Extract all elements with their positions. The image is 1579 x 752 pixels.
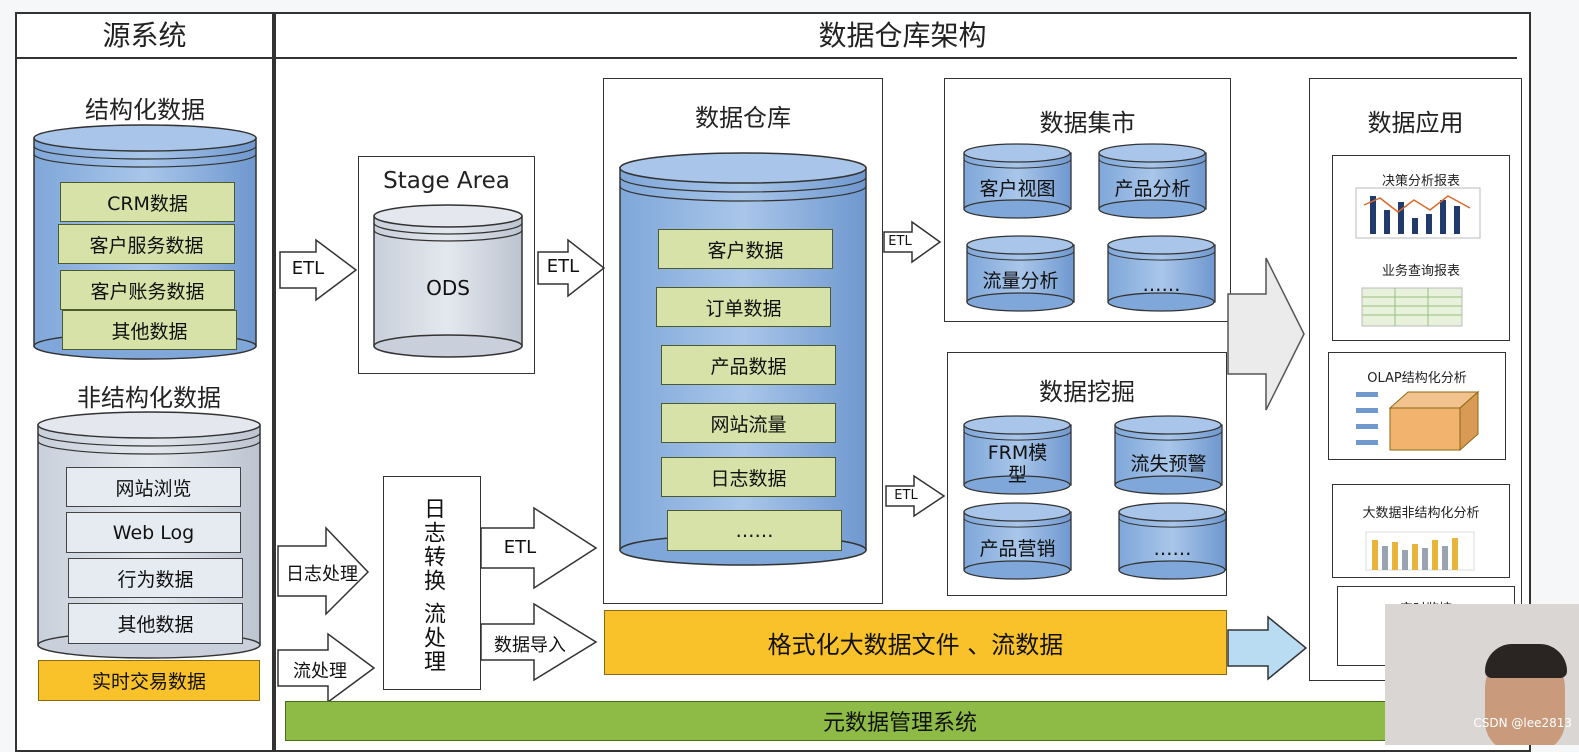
webcam-overlay (1385, 604, 1579, 745)
log-process-label: 日志处理 (286, 564, 358, 585)
bigdata-analysis-label: 大数据非结构化分析 (1362, 506, 1480, 521)
mart-item-product-analysis: 产品分析 (1114, 178, 1191, 201)
warehouse-item-log: 日志数据 (661, 457, 836, 497)
stage-area-title: Stage Area (383, 168, 510, 194)
olap-analysis-label: OLAP结构化分析 (1367, 371, 1467, 386)
warehouse-item-order: 订单数据 (656, 287, 831, 327)
log-convert-panel (383, 476, 481, 690)
structured-item-other: 其他数据 (62, 310, 237, 350)
mining-item-churn-warning: 流失预警 (1130, 453, 1207, 476)
etl-label-stage-to-warehouse: ETL (546, 256, 580, 277)
application-panel (1309, 78, 1522, 681)
warehouse-item-traffic: 网站流量 (661, 403, 836, 443)
decision-report-label: 决策分析报表 (1381, 174, 1460, 189)
application-title: 数据应用 (1367, 109, 1464, 137)
realtime-transaction-box: 实时交易数据 (38, 660, 260, 701)
etl-arrows (277, 220, 946, 704)
app-card-bigdata (1332, 484, 1510, 578)
unstructured-item-weblog: Web Log (66, 512, 241, 553)
query-report-thumbnail (1361, 287, 1463, 327)
architecture-header: 数据仓库架构 (818, 19, 987, 52)
ods-label: ODS (426, 275, 470, 300)
bigdata-to-application-arrow (1227, 615, 1308, 681)
mining-item-more: …… (1153, 538, 1192, 561)
structured-item-crm: CRM数据 (60, 182, 235, 222)
structured-data-title: 结构化数据 (85, 96, 205, 124)
mart-item-customer-view: 客户视图 (979, 178, 1056, 201)
data-mining-title: 数据挖掘 (1039, 378, 1135, 406)
structured-item-billing: 客户账务数据 (60, 270, 235, 310)
stream-process-label: 流处理 (293, 661, 347, 682)
mining-item-product-marketing: 产品营销 (979, 538, 1056, 561)
mining-cylinders (963, 415, 1227, 580)
csdn-watermark: CSDN @lee2813 (1473, 716, 1572, 730)
etl-label-warehouse-to-mining: ETL (894, 488, 918, 503)
metadata-management-bar: 元数据管理系统 (285, 701, 1515, 741)
unstructured-item-other: 其他数据 (68, 603, 243, 644)
bigdata-analysis-thumbnail (1365, 531, 1475, 571)
query-report-label: 业务查询报表 (1381, 264, 1460, 279)
formatted-bigdata-bar: 格式化大数据文件 、流数据 (604, 610, 1227, 675)
warehouse-item-product: 产品数据 (661, 345, 836, 385)
olap-cube-thumbnail (1356, 390, 1480, 452)
mart-cylinders (963, 143, 1216, 312)
mart-item-traffic-analysis: 流量分析 (982, 270, 1059, 293)
etl-label-source-to-stage: ETL (291, 258, 325, 279)
log-convert-label: 日志转换 流处理 (420, 496, 445, 674)
data-mart-title: 数据集市 (1039, 109, 1136, 137)
decision-report-thumbnail (1355, 187, 1481, 239)
mart-item-more: …… (1142, 274, 1181, 297)
to-application-arrow (1227, 257, 1305, 411)
etl-label-log-convert: ETL (503, 537, 537, 558)
data-import-label: 数据导入 (494, 635, 566, 656)
source-system-header: 源系统 (102, 19, 187, 52)
unstructured-item-browsing: 网站浏览 (66, 467, 241, 507)
ods-cylinder (373, 204, 523, 358)
person-hair-shape (1485, 644, 1567, 678)
unstructured-item-behavior: 行为数据 (68, 558, 243, 598)
app-card-olap (1328, 352, 1506, 460)
mining-item-frm-model: FRM模 型 (987, 442, 1048, 486)
warehouse-title: 数据仓库 (695, 104, 791, 132)
warehouse-item-more: …… (667, 510, 842, 551)
source-header-divider (15, 57, 274, 59)
structured-item-service: 客户服务数据 (58, 224, 235, 264)
architecture-header-divider (274, 57, 1517, 59)
unstructured-data-title: 非结构化数据 (77, 384, 221, 412)
app-card-reports (1332, 155, 1510, 341)
etl-label-warehouse-to-mart: ETL (888, 234, 912, 249)
warehouse-item-customer: 客户数据 (658, 229, 833, 269)
